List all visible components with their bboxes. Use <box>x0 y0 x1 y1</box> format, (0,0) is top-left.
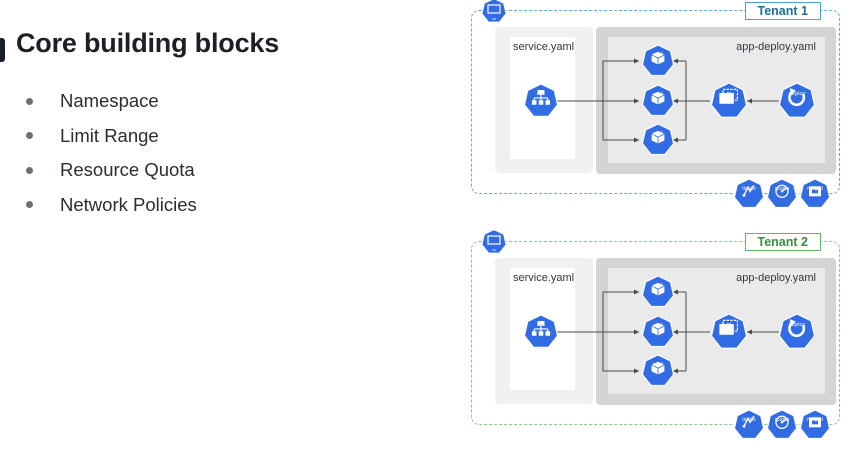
bullet-text: Network Policies <box>60 193 197 215</box>
app-deploy-label: app-deploy.yaml <box>736 41 816 53</box>
icon-caption: pod <box>653 52 663 58</box>
icon-caption: rs <box>726 91 732 97</box>
app-deploy-label: app-deploy.yaml <box>736 272 816 284</box>
service-icon: svc <box>523 314 559 350</box>
tenant-2-namespace: Tenant 2 service.yaml app-deploy.yaml ns… <box>471 228 840 440</box>
tenant-1-namespace: Tenant 1 service.yaml app-deploy.yaml ns… <box>471 0 840 209</box>
bullet-item: Resource Quota <box>26 153 197 188</box>
pod-icon: pod <box>641 44 675 78</box>
pod-icon: pod <box>641 84 675 118</box>
connector-lines <box>555 58 779 143</box>
icon-caption: limits <box>742 186 756 192</box>
bullet-text: Resource Quota <box>60 159 195 181</box>
service-yaml-box: service.yaml <box>495 258 593 404</box>
tenant-label: Tenant 1 <box>744 2 821 20</box>
networkpolicy-icon: netpol <box>799 178 831 210</box>
icon-caption: pod <box>653 323 663 329</box>
bullet-item: Namespace <box>26 84 197 119</box>
pod-icon: pod <box>641 123 675 157</box>
icon-caption: svc <box>536 91 546 97</box>
bullet-dot <box>26 97 33 105</box>
resourcequota-icon: quota <box>766 178 798 210</box>
icon-caption: pod <box>653 283 663 289</box>
icon-caption: deploy <box>788 322 806 328</box>
icon-caption: limits <box>742 417 756 423</box>
slide-edge-bar <box>0 38 5 62</box>
namespace-icon: ns <box>480 0 508 23</box>
tenant-label: Tenant 2 <box>744 233 821 251</box>
namespace-icon: ns <box>480 228 508 254</box>
icon-caption: quota <box>774 417 790 423</box>
bullet-item: Network Policies <box>26 188 197 223</box>
resourcequota-icon: quota <box>766 409 798 441</box>
replicaset-icon: rs <box>710 313 748 351</box>
slide-title: Core building blocks <box>16 28 280 58</box>
limitrange-icon: limits <box>733 178 765 210</box>
bullet-text: Limit Range <box>60 124 159 146</box>
deployment-icon: deploy <box>778 82 816 120</box>
connector-lines <box>555 289 779 374</box>
deployment-icon: deploy <box>778 313 816 351</box>
networkpolicy-icon: netpol <box>799 409 831 441</box>
icon-caption: pod <box>653 131 663 137</box>
icon-caption: pod <box>653 362 663 368</box>
icon-caption: svc <box>536 322 546 328</box>
icon-caption: quota <box>774 186 790 192</box>
icon-caption: netpol <box>807 417 823 423</box>
service-icon: svc <box>523 83 559 119</box>
bullet-dot <box>26 166 33 174</box>
pod-icon: pod <box>641 275 675 309</box>
icon-caption: pod <box>653 92 663 98</box>
replicaset-icon: rs <box>710 82 748 120</box>
pod-icon: pod <box>641 315 675 349</box>
icon-caption: deploy <box>788 91 806 97</box>
bullet-list: Namespace Limit Range Resource Quota Net… <box>26 84 197 222</box>
service-yaml-label: service.yaml <box>513 41 575 53</box>
bullet-item: Limit Range <box>26 119 197 154</box>
icon-caption: netpol <box>807 186 823 192</box>
bullet-dot <box>26 132 33 140</box>
pod-icon: pod <box>641 354 675 388</box>
icon-caption: rs <box>726 322 732 328</box>
icon-caption: ns <box>491 16 497 21</box>
bullet-dot <box>26 201 33 209</box>
bullet-text: Namespace <box>60 90 159 112</box>
icon-caption: ns <box>491 247 497 252</box>
service-yaml-label: service.yaml <box>513 272 575 284</box>
limitrange-icon: limits <box>733 409 765 441</box>
